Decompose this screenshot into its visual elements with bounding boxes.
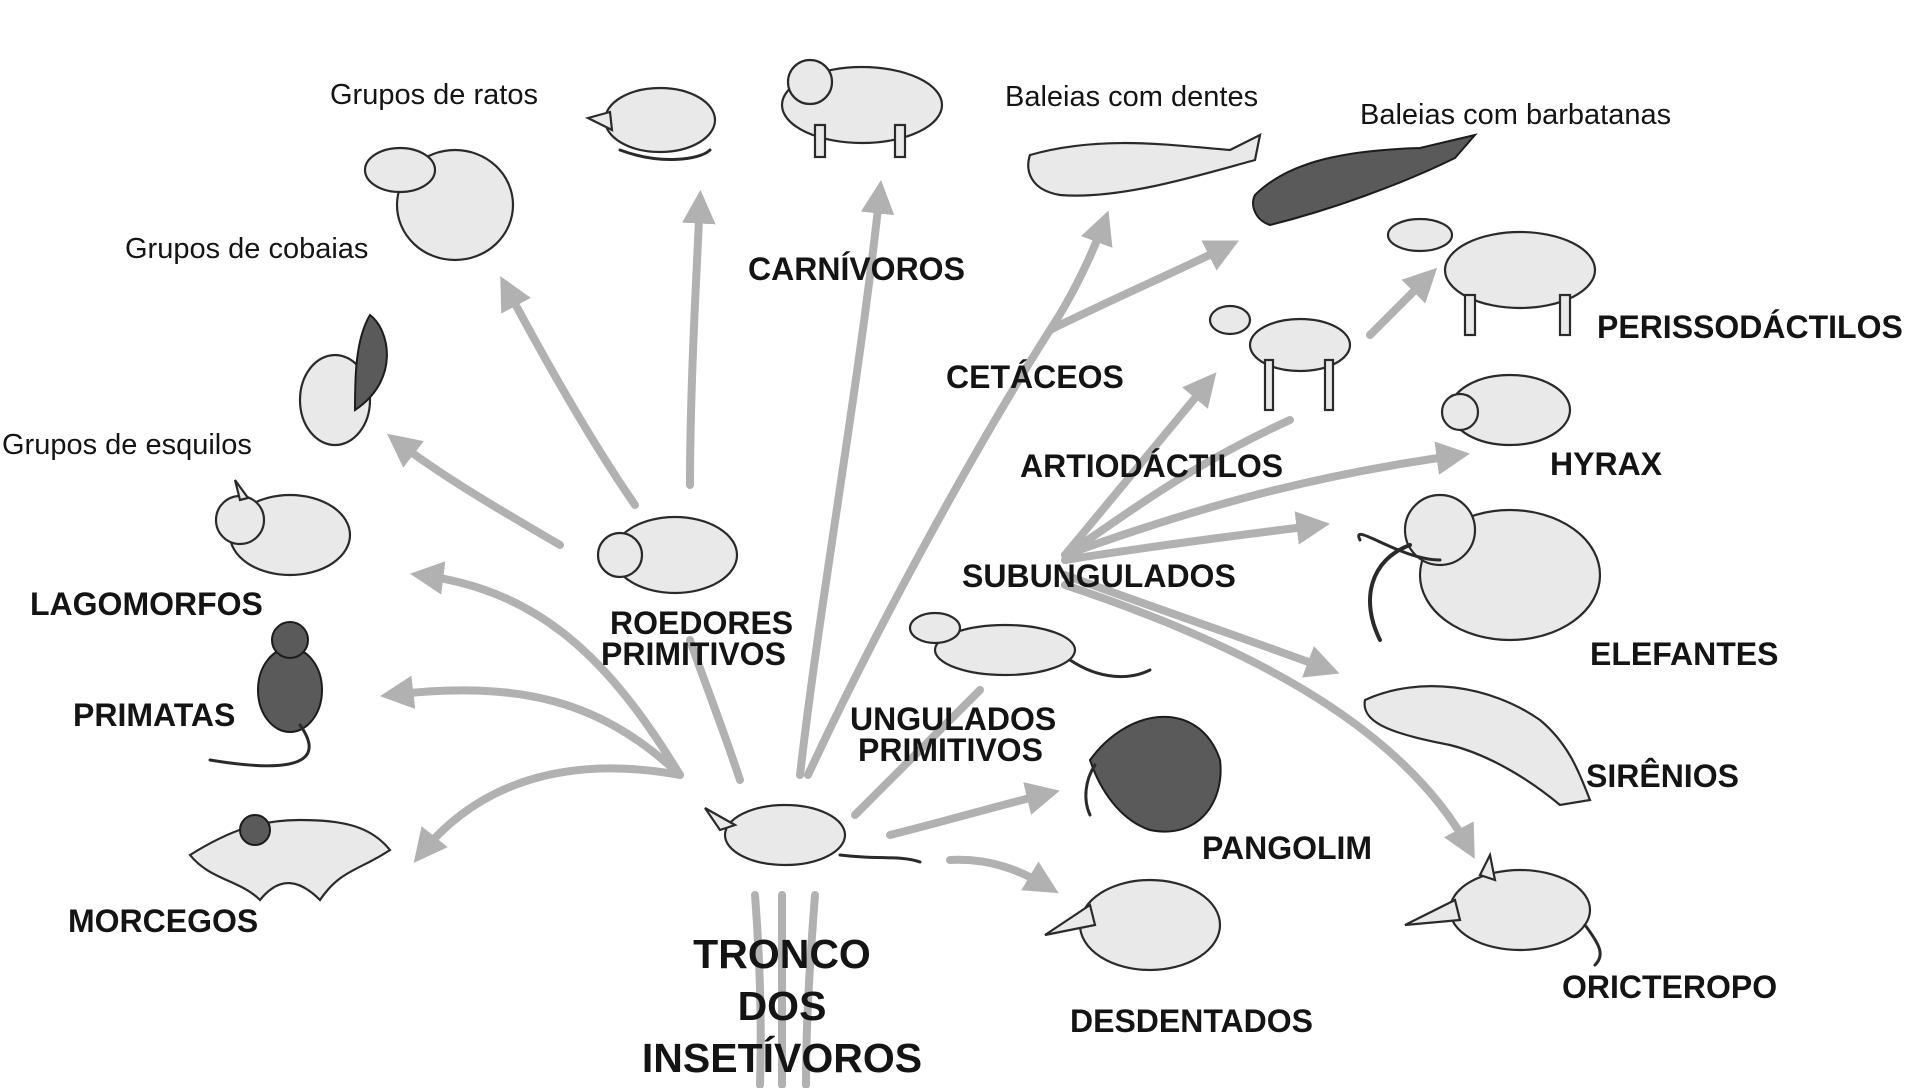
arrow-to-ratos (682, 189, 716, 489)
cobaia-illustration (363, 146, 515, 262)
hyrax-illustration (1440, 373, 1572, 447)
label-lagomorfos: LAGOMORFOS (30, 586, 263, 622)
arrow-to-primatas (379, 675, 684, 779)
arrow-to-esquilos (387, 433, 564, 549)
anteater-illustration (1044, 878, 1222, 972)
label-grupos-de-cobaias: Grupos de cobaias (125, 233, 368, 265)
aardvark-illustration (1404, 851, 1602, 967)
primitive-ungulate-illustration (908, 611, 1152, 679)
label-sirenios: SIRÊNIOS (1586, 758, 1739, 794)
label-ungulados-primitivos-1: UNGULADOS (850, 701, 1056, 737)
elephant-illustration (1357, 493, 1602, 642)
label-subungulados: SUBUNGULADOS (962, 558, 1236, 594)
primitive-rodent-illustration (596, 515, 739, 595)
arrow-to-baleias-barbatanas (1046, 240, 1240, 334)
arrows (379, 179, 1475, 894)
sirenian-illustration (1363, 685, 1592, 807)
label-pangolim: PANGOLIM (1202, 830, 1372, 866)
root-label-line-2: DOS (738, 983, 827, 1029)
label-grupos-de-esquilos: Grupos de esquilos (2, 429, 252, 461)
animals (188, 58, 1602, 972)
rabbit-illustration (214, 479, 352, 577)
label-desdentados: DESDENTADOS (1070, 1003, 1313, 1039)
label-oricteropo: ORICTEROPO (1562, 969, 1777, 1005)
arrow-to-pangolim (886, 782, 1060, 839)
carnivore-illustration (780, 58, 944, 159)
trunk-lines (751, 891, 819, 1088)
arrow-to-oricteropo (1061, 581, 1475, 859)
label-baleias-com-barbatanas: Baleias com barbatanas (1360, 99, 1671, 131)
arrow-to-baleias-dentes (1046, 210, 1113, 334)
label-roedores-primitivos-1: ROEDORES (610, 605, 793, 641)
label-carnivoros: CARNÍVOROS (748, 251, 965, 287)
arrow-to-roedores (686, 636, 744, 784)
label-primatas: PRIMATAS (73, 697, 235, 733)
arrow-to-ungulados (851, 686, 984, 819)
root-label-line-1: TRONCO (693, 931, 871, 977)
arrow-to-elefantes (1061, 511, 1331, 564)
label-hyrax: HYRAX (1550, 446, 1663, 482)
bat-illustration (188, 814, 392, 902)
label-grupos-de-ratos: Grupos de ratos (330, 79, 538, 111)
arrow-to-hyrax (1061, 441, 1470, 559)
arrow-to-morcegos (413, 764, 684, 863)
label-baleias-com-dentes: Baleias com dentes (1005, 81, 1258, 113)
labels: Grupos de ratos Grupos de cobaias Grupos… (2, 79, 1903, 1081)
root-label-line-3: INSETÍVOROS (642, 1035, 922, 1081)
arrow-to-cobaias (500, 276, 639, 509)
arrow-to-lagomorfos (409, 561, 684, 779)
rat-illustration (584, 86, 717, 161)
label-perissodactilos: PERISSODÁCTILOS (1597, 309, 1903, 345)
arrow-to-desdentados (946, 855, 1059, 894)
label-elefantes: ELEFANTES (1590, 636, 1778, 672)
label-morcegos: MORCEGOS (68, 903, 258, 939)
squirrel-illustration (298, 313, 388, 447)
monkey-illustration (208, 621, 323, 768)
sperm-whale-illustration (1027, 133, 1262, 197)
label-roedores-primitivos-2: PRIMITIVOS (601, 636, 786, 672)
label-artiodactilos: ARTIODÁCTILOS (1020, 448, 1283, 484)
insectivore-illustration (704, 803, 922, 867)
label-cetaceos: CETÁCEOS (946, 359, 1124, 395)
arrow-to-cetaceos (804, 326, 1054, 779)
arrow-to-perissodactilos (1366, 267, 1438, 339)
perissodactyl-illustration (1386, 217, 1597, 337)
arrow-to-artiodactilos (1061, 372, 1217, 559)
artiodactyl-illustration (1208, 304, 1352, 412)
baleen-whale-illustration (1252, 133, 1478, 227)
arrow-to-carnivoros (796, 179, 895, 779)
arrow-branch-artio (1061, 416, 1294, 559)
label-ungulados-primitivos-2: PRIMITIVOS (858, 732, 1043, 768)
arrow-to-sirenios (1061, 571, 1340, 678)
pangolin-illustration (1084, 715, 1222, 833)
